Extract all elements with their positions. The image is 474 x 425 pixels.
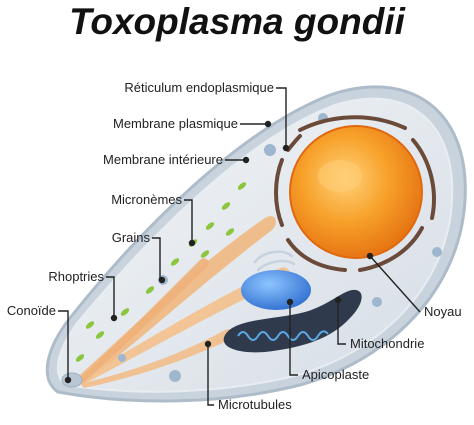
label-membrane-plasmique: Membrane plasmique xyxy=(112,116,238,131)
label-rhoptries: Rhoptries xyxy=(48,269,104,284)
diagram-title: Toxoplasma gondii xyxy=(69,1,405,42)
label-conoide: Conoïde xyxy=(6,303,56,318)
label-membrane-interieure: Membrane intérieure xyxy=(103,152,223,167)
label-apicoplaste: Apicoplaste xyxy=(302,367,370,382)
conoid xyxy=(61,372,83,388)
golgi-lines xyxy=(253,250,296,272)
leader-lines xyxy=(58,87,421,406)
label-grains: Grains xyxy=(111,230,150,245)
label-micronemes: Micronèmes xyxy=(111,192,182,207)
label-microtubules: Microtubules xyxy=(218,397,292,412)
nucleus xyxy=(289,125,423,259)
label-noyau: Noyau xyxy=(424,304,462,319)
endoplasmic-reticulum xyxy=(274,115,436,272)
label-reticulum: Réticulum endoplasmique xyxy=(124,80,274,95)
apicoplast xyxy=(241,270,311,310)
label-mitochondrie: Mitochondrie xyxy=(350,336,425,351)
micronemes-group xyxy=(75,182,247,362)
rhoptries-group xyxy=(78,216,290,388)
